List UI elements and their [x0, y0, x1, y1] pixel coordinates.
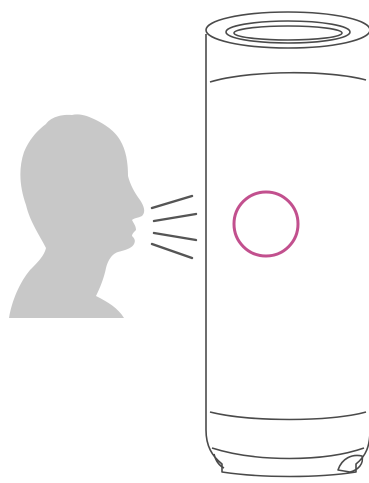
indicator-ring-icon [234, 192, 298, 256]
person-head-silhouette-icon [9, 114, 144, 318]
voice-lines-icon [152, 196, 196, 258]
voice-line-3 [154, 233, 196, 240]
speaker-grille-bottom-edge [210, 412, 366, 420]
speaker-foot-right [338, 456, 362, 472]
cylindrical-speaker-icon [206, 12, 369, 477]
speaker-body [206, 34, 369, 477]
voice-line-2 [154, 214, 196, 221]
voice-line-4 [152, 244, 192, 258]
speaker-grille-top-edge [210, 73, 366, 82]
voice-line-1 [152, 196, 192, 208]
speaker-base-curve [212, 448, 364, 459]
head-shape [9, 114, 144, 318]
